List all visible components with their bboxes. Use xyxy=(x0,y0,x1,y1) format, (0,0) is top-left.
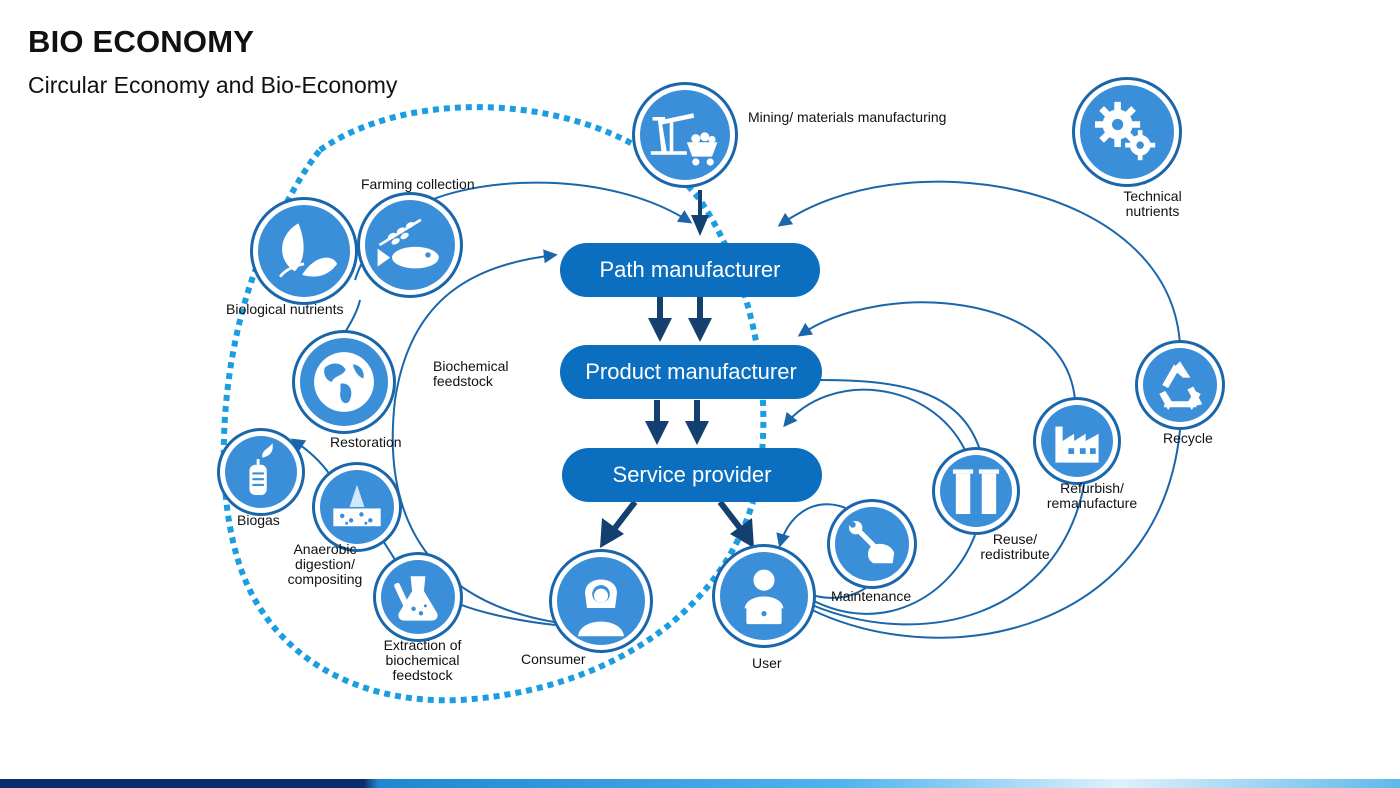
biochemical-feedstock-line2: feedstock xyxy=(433,373,493,389)
anaerobic-line3: compositing xyxy=(287,571,363,587)
mining-label: Mining/ materials manufacturing xyxy=(748,109,947,125)
line-user-to-refurbish xyxy=(811,479,1086,626)
leaves-icon xyxy=(258,205,350,297)
restoration-label: Restoration xyxy=(330,434,402,450)
arrow-refurbish-to-product xyxy=(797,301,1076,401)
line-consumer-to-extraction xyxy=(449,599,556,626)
oil-pump-icon xyxy=(640,90,730,180)
globe-icon xyxy=(300,338,388,426)
pillars-icon xyxy=(940,455,1012,527)
line-user-to-recycle xyxy=(811,429,1181,639)
line-user-to-maintenance xyxy=(811,584,871,599)
extraction-label: Extraction of biochemical feedstock xyxy=(370,638,475,683)
technical-nutrients-label: Technical nutrients xyxy=(1105,189,1200,219)
product-manufacturer-label: Product manufacturer xyxy=(585,359,797,384)
biological-nutrients-label: Biological nutrients xyxy=(226,301,344,317)
down-arrows xyxy=(600,190,754,548)
line-restoration-to-biological xyxy=(339,299,361,341)
refurbish-line2: remanufacture xyxy=(1046,495,1138,511)
factory-icon xyxy=(1041,405,1113,477)
line-product-right xyxy=(819,379,981,451)
extraction-line1: Extraction of xyxy=(383,637,462,653)
arrow-anaerobic-to-biogas xyxy=(290,438,331,476)
path-manufacturer-label: Path manufacturer xyxy=(599,257,781,282)
extraction-line2: biochemical xyxy=(385,652,460,668)
page-title: BIO ECONOMY xyxy=(28,24,255,59)
arrow-farming-to-path xyxy=(419,181,693,224)
anaerobic-line1: Anaerobic xyxy=(293,541,357,557)
woman-icon xyxy=(557,557,645,645)
path-manufacturer-stage: Path manufacturer xyxy=(560,243,820,297)
service-provider-label: Service provider xyxy=(612,462,772,487)
recycle-label: Recycle xyxy=(1163,430,1213,446)
maintenance-label: Maintenance xyxy=(831,588,912,604)
technical-nutrients-line2: nutrients xyxy=(1125,203,1180,219)
refurbish-line1: Refurbish/ xyxy=(1060,480,1124,496)
arrow-recycle-to-path xyxy=(777,180,1181,346)
reuse-label: Reuse/ redistribute xyxy=(965,532,1065,562)
biogas-label: Biogas xyxy=(237,512,280,528)
footer-accent-bar xyxy=(0,779,1400,788)
wrench-hand-icon xyxy=(835,507,909,581)
compost-icon xyxy=(320,470,394,544)
flask-icon xyxy=(381,560,455,634)
refurbish-label: Refurbish/ remanufacture xyxy=(1032,481,1152,511)
consumer-label: Consumer xyxy=(521,651,586,667)
product-manufacturer-stage: Product manufacturer xyxy=(560,345,822,399)
biochemical-feedstock-label: Biochemical feedstock xyxy=(433,359,508,389)
extraction-line3: feedstock xyxy=(392,667,453,683)
user-label: User xyxy=(752,655,782,671)
gears-icon xyxy=(1080,85,1174,179)
arrow-feedstock-to-path xyxy=(391,249,576,626)
farming-collection-label: Farming collection xyxy=(361,176,475,192)
wheat-fish-icon xyxy=(365,200,455,290)
biochemical-feedstock-line1: Biochemical xyxy=(433,358,509,374)
page-subtitle: Circular Economy and Bio-Economy xyxy=(28,72,398,98)
anaerobic-label: Anaerobic digestion/ compositing xyxy=(275,542,375,587)
arrow-maintenance-to-user xyxy=(776,503,851,548)
technical-nutrients-line1: Technical xyxy=(1123,188,1182,204)
arrow-reuse-to-service xyxy=(783,388,966,451)
anaerobic-line2: digestion/ xyxy=(295,556,355,572)
service-provider-stage: Service provider xyxy=(562,448,822,502)
laptop-user-icon xyxy=(720,552,808,640)
gas-flame-icon xyxy=(225,436,297,508)
recycle-icon xyxy=(1143,348,1217,422)
reuse-line2: redistribute xyxy=(980,546,1050,562)
reuse-line1: Reuse/ xyxy=(992,531,1038,547)
line-user-to-reuse xyxy=(811,534,976,615)
